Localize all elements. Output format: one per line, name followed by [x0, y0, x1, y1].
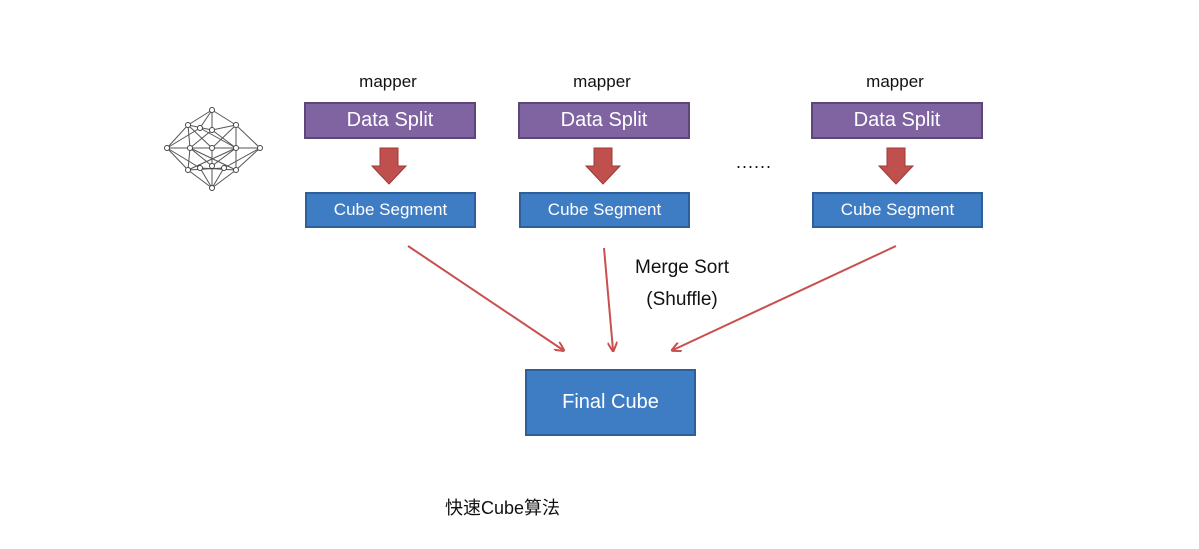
cube-segment-box: Cube Segment: [305, 192, 476, 228]
block-arrow-3: [877, 147, 915, 185]
data-split-box: Data Split: [304, 102, 476, 139]
cube-segment-box: Cube Segment: [519, 192, 690, 228]
data-split-box: Data Split: [811, 102, 983, 139]
cube-segment-label: Cube Segment: [840, 200, 955, 219]
final-cube-label: Final Cube: [562, 391, 659, 413]
cube-segment-label: Cube Segment: [547, 200, 662, 219]
cube-segment-box: Cube Segment: [812, 192, 983, 228]
ellipsis: ......: [736, 152, 773, 172]
final-cube-box: Final Cube: [525, 369, 696, 436]
merge-sort-line1: Merge Sort: [635, 257, 729, 278]
merge-sort-label: Merge Sort (Shuffle): [612, 252, 752, 316]
merge-sort-line2: (Shuffle): [646, 289, 718, 310]
data-split-label: Data Split: [346, 109, 434, 131]
data-split-label: Data Split: [560, 109, 648, 131]
cube-segment-label: Cube Segment: [333, 200, 448, 219]
block-arrow-1: [370, 147, 408, 185]
merge-arrow-center: [603, 247, 613, 350]
data-split-label: Data Split: [853, 109, 941, 131]
block-arrow-2: [584, 147, 622, 185]
mapper-label: mapper: [866, 72, 924, 91]
merge-arrow-left: [407, 245, 563, 350]
mapper-label: mapper: [573, 72, 631, 91]
caption: 快速Cube算法: [445, 498, 561, 518]
merge-arrow-right: [673, 245, 897, 350]
mapper-label: mapper: [359, 72, 417, 91]
data-split-box: Data Split: [518, 102, 690, 139]
